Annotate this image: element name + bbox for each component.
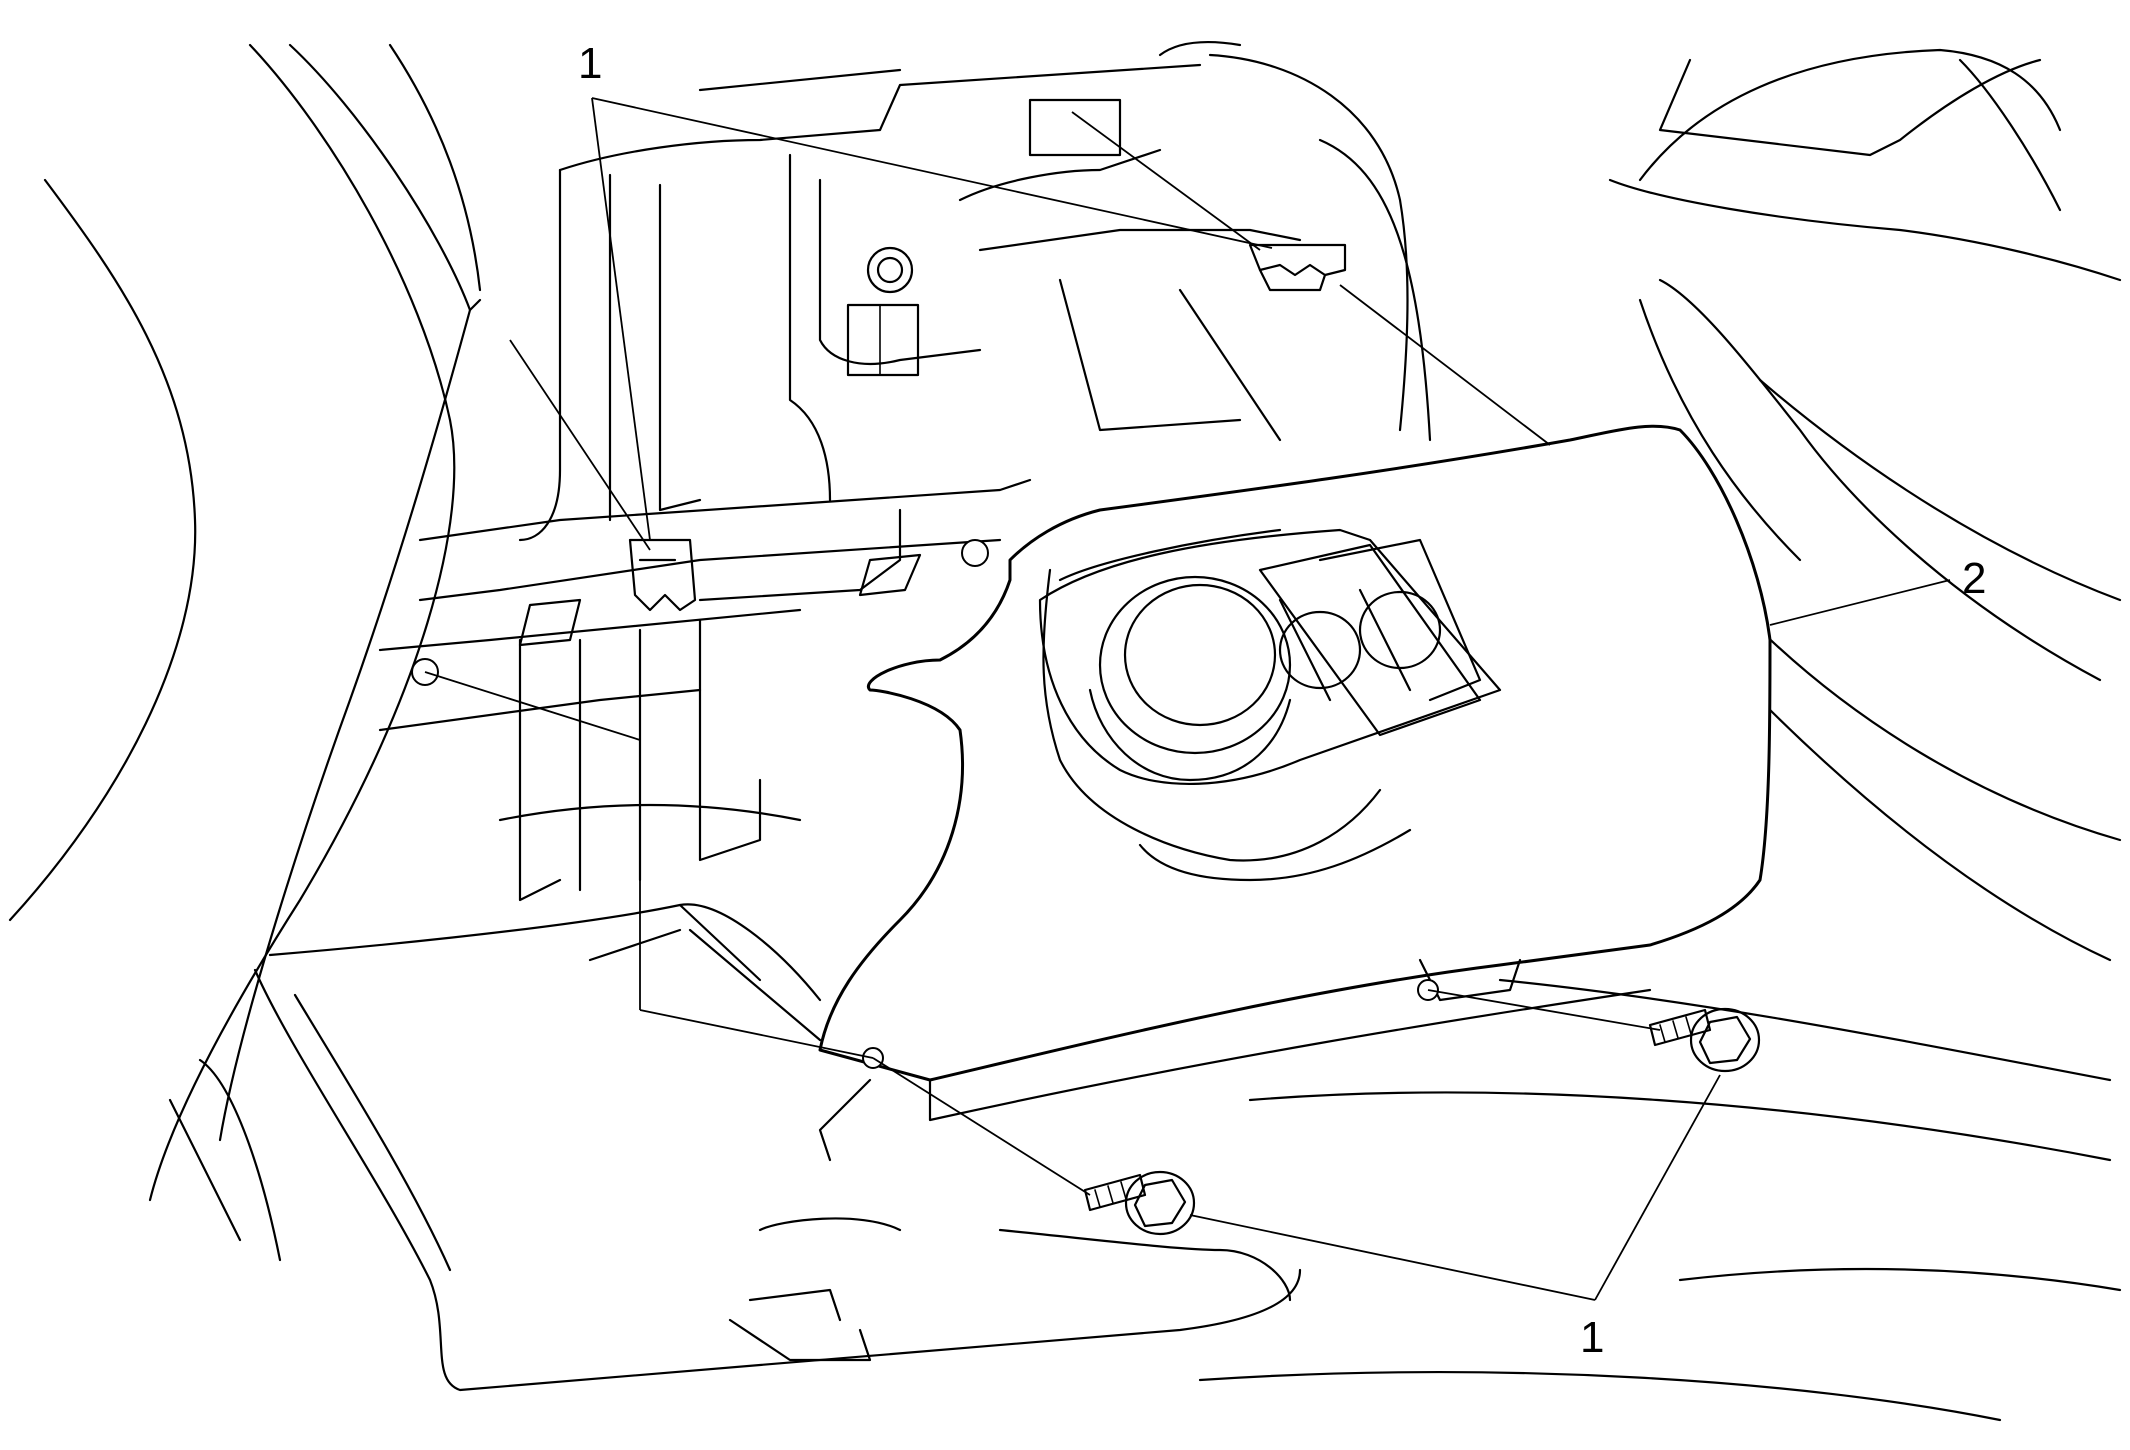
callout-2: 2 [1962, 554, 1986, 603]
headlamp-switch-bezel [1038, 528, 1502, 786]
callout-1-top: 1 [578, 39, 602, 88]
retaining-clip-upper-right [1248, 243, 1347, 292]
cross-beam [378, 478, 1032, 902]
bolt-lower-left [1083, 1170, 1196, 1236]
connector-block [846, 303, 920, 377]
lower-knee-bolster [168, 903, 1302, 1392]
left-pillar-trim [8, 43, 482, 1202]
headlamp-switch-knob [1098, 575, 1292, 755]
leader-lines [424, 97, 1951, 1301]
bolt-head [866, 246, 914, 294]
instrument-panel-trim-panel [818, 424, 1772, 1162]
retaining-clip-upper-left [628, 538, 697, 612]
upper-clip-slot [1028, 98, 1122, 157]
dimmer-wheel-1 [1278, 610, 1362, 690]
callout-1-bottom: 1 [1580, 1313, 1604, 1362]
right-console-trim [1198, 48, 2122, 1422]
beam-hole-right [961, 539, 989, 567]
dimmer-wheel-slot [1258, 543, 1482, 737]
steering-column-support [518, 40, 1432, 542]
bolt-lower-right [1648, 1007, 1761, 1073]
